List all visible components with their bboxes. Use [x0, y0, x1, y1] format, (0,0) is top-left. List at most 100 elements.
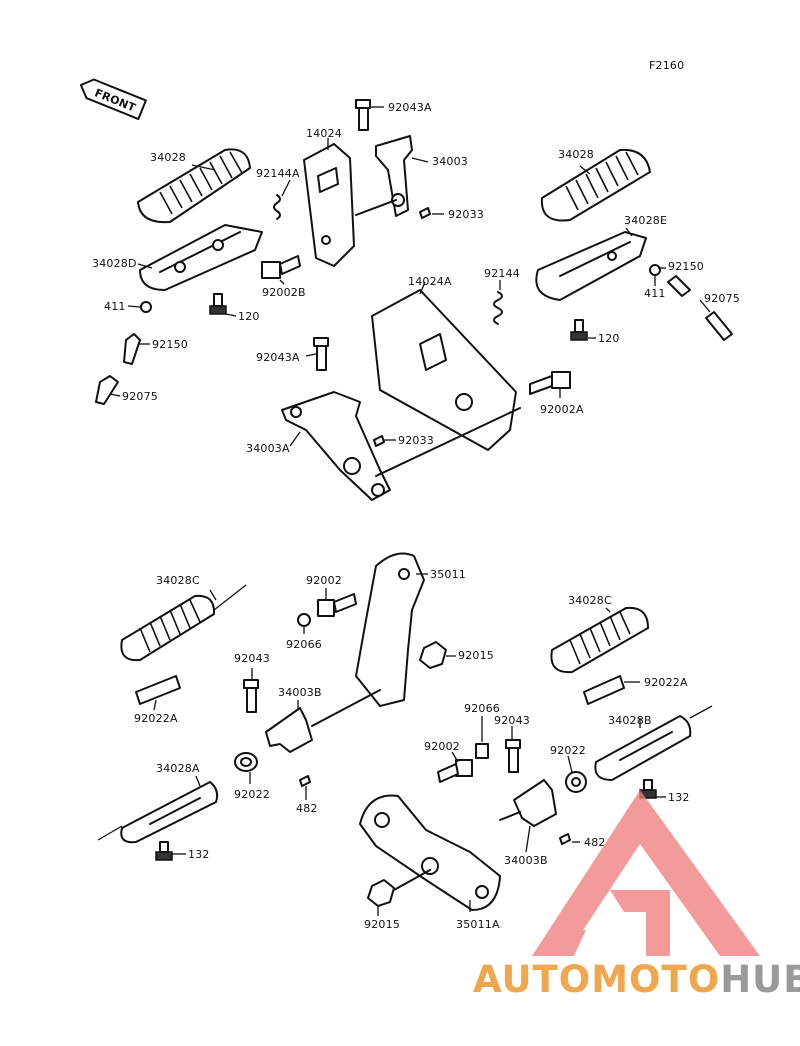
label-92150-left: 92150: [152, 338, 188, 351]
bolt-120-left: [209, 293, 227, 315]
label-92033-mid: 92033: [398, 434, 434, 447]
footpeg-rubber-34028-right: [540, 148, 651, 222]
pin-92150-right: [667, 275, 691, 297]
cap-92075-left: [95, 375, 119, 405]
label-34003A: 34003A: [246, 442, 290, 455]
label-34028-top-right: 34028: [558, 148, 594, 161]
figure-code: F2160: [649, 59, 684, 72]
pin-92043-right: [505, 739, 521, 773]
label-92002-mid: 92002: [424, 740, 460, 753]
plate-92022A-right: [583, 675, 625, 705]
label-120-right: 120: [598, 332, 620, 345]
label-34003: 34003: [432, 155, 468, 168]
label-92022-right: 92022: [550, 744, 586, 757]
label-34028D: 34028D: [92, 257, 137, 270]
label-34028A: 34028A: [156, 762, 200, 775]
axis-line-b-right: [689, 705, 713, 719]
bracket-34003: [375, 135, 413, 217]
footpeg-rubber-34028C-right: [550, 606, 649, 674]
footpeg-rubber-34028-left: [137, 148, 251, 224]
plate-14024A: [371, 289, 517, 451]
footpeg-34028D: [139, 224, 263, 291]
label-132-right: 132: [668, 791, 690, 804]
bolt-92002-mid: [437, 759, 473, 783]
footpeg-34028B: [594, 715, 692, 781]
washer-411-right: [649, 264, 661, 276]
pin-92043A-top: [355, 99, 371, 131]
label-92144A: 92144A: [256, 167, 300, 180]
pin-92043A-mid: [313, 337, 329, 371]
label-92043-left: 92043: [234, 652, 270, 665]
front-arrow-icon: FRONT: [79, 78, 147, 121]
label-92015-bottom: 92015: [364, 918, 400, 931]
label-92002B: 92002B: [262, 286, 306, 299]
nut-92066-left: [297, 613, 311, 627]
cap-92075-right: [705, 311, 733, 341]
label-92043-right: 92043: [494, 714, 530, 727]
spring-92144: [493, 291, 503, 325]
pin-92043-left: [243, 679, 259, 713]
label-411-right: 411: [644, 287, 666, 300]
label-92043A-mid: 92043A: [256, 351, 300, 364]
label-92015-top: 92015: [458, 649, 494, 662]
clip-92033-mid: [373, 435, 385, 447]
clip-482-left: [299, 775, 311, 787]
watermark-text-a: AUTOMOTO: [473, 958, 721, 1001]
label-92022A-left: 92022A: [134, 712, 178, 725]
watermark-text: AUTOMOTOHUB: [473, 958, 800, 1001]
washer-92022-right: [565, 771, 587, 793]
label-34028B: 34028B: [608, 714, 652, 727]
label-14024: 14024: [306, 127, 342, 140]
watermark-logo: [470, 780, 800, 1046]
bolt-120-right: [570, 319, 588, 341]
watermark-triangle-icon: [532, 790, 760, 956]
bolt-92002B: [261, 255, 301, 279]
label-92022-left: 92022: [234, 788, 270, 801]
label-34028-top-left: 34028: [150, 151, 186, 164]
label-92022A-right: 92022A: [644, 676, 688, 689]
label-92144: 92144: [484, 267, 520, 280]
spring-92144A: [273, 194, 281, 220]
label-34028C-left: 34028C: [156, 574, 200, 587]
axis-line-mid: [375, 407, 521, 477]
plate-14024: [303, 143, 355, 267]
label-411-left: 411: [104, 300, 126, 313]
label-92033-top: 92033: [448, 208, 484, 221]
washer-92022-left: [234, 752, 258, 772]
label-120-left: 120: [238, 310, 260, 323]
footpeg-34028A: [120, 781, 219, 844]
leader-lines: [109, 106, 711, 916]
clip-482-right: [559, 833, 571, 845]
footpeg-34028E: [535, 231, 647, 301]
bracket-35011: [355, 552, 425, 707]
label-132-left: 132: [188, 848, 210, 861]
bolt-92002-top: [317, 593, 357, 617]
nut-92015-top: [419, 641, 447, 669]
washer-411-left: [140, 301, 152, 313]
bracket-34003B-right: [513, 779, 557, 827]
axis-line-bottom: [393, 869, 431, 891]
nut-92015-bottom: [367, 879, 395, 907]
axis-stub: [499, 811, 521, 821]
axis-line-b-left: [311, 689, 381, 727]
label-92150-right: 92150: [668, 260, 704, 273]
label-34028E: 34028E: [624, 214, 667, 227]
label-35011A: 35011A: [456, 918, 500, 931]
label-34028C-right: 34028C: [568, 594, 612, 607]
label-92002-top: 92002: [306, 574, 342, 587]
label-92075-left: 92075: [122, 390, 158, 403]
clip-92033-top: [419, 207, 431, 219]
nut-92066-right: [475, 743, 489, 759]
label-92002A: 92002A: [540, 403, 584, 416]
plate-92022A-left: [135, 675, 181, 705]
label-482-left: 482: [296, 802, 318, 815]
label-92075-right: 92075: [704, 292, 740, 305]
label-92066-left: 92066: [286, 638, 322, 651]
label-34003B-right: 34003B: [504, 854, 548, 867]
label-35011: 35011: [430, 568, 466, 581]
footpeg-rubber-34028C-left: [120, 594, 216, 662]
axis-line: [355, 199, 397, 216]
bolt-92002A: [529, 371, 571, 395]
label-482-right: 482: [584, 836, 606, 849]
